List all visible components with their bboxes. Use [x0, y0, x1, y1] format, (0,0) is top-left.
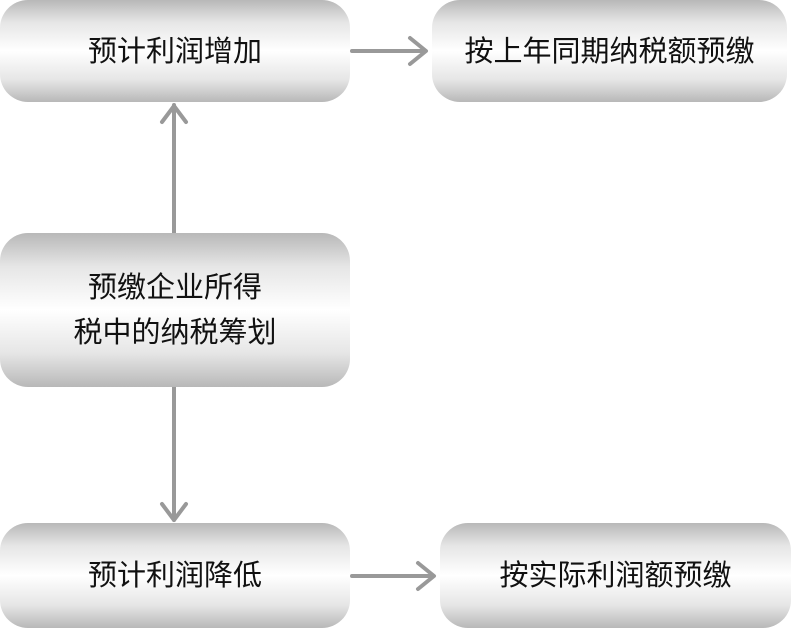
arrow-center-to-decrease [160, 385, 188, 522]
node-label-line1: 预缴企业所得 [87, 270, 262, 305]
arrow-center-to-increase [160, 103, 188, 235]
node-label-line2: 税中的纳税筹划 [73, 315, 277, 349]
node-label: 预计利润降低 [87, 558, 262, 593]
node-profit-increase: 预计利润增加 [0, 0, 350, 102]
node-center: 预缴企业所得税中的纳税筹划 [0, 233, 350, 387]
node-label: 按实际利润额预缴 [499, 558, 732, 593]
node-prepay-prev-year: 按上年同期纳税额预缴 [432, 0, 787, 102]
node-label: 按上年同期纳税额预缴 [464, 33, 755, 68]
node-profit-decrease: 预计利润降低 [0, 523, 350, 628]
node-prepay-actual: 按实际利润额预缴 [440, 523, 791, 628]
node-label: 预计利润增加 [87, 33, 262, 68]
arrow-increase-to-prev-year [350, 36, 428, 66]
arrow-decrease-to-actual [350, 561, 436, 591]
